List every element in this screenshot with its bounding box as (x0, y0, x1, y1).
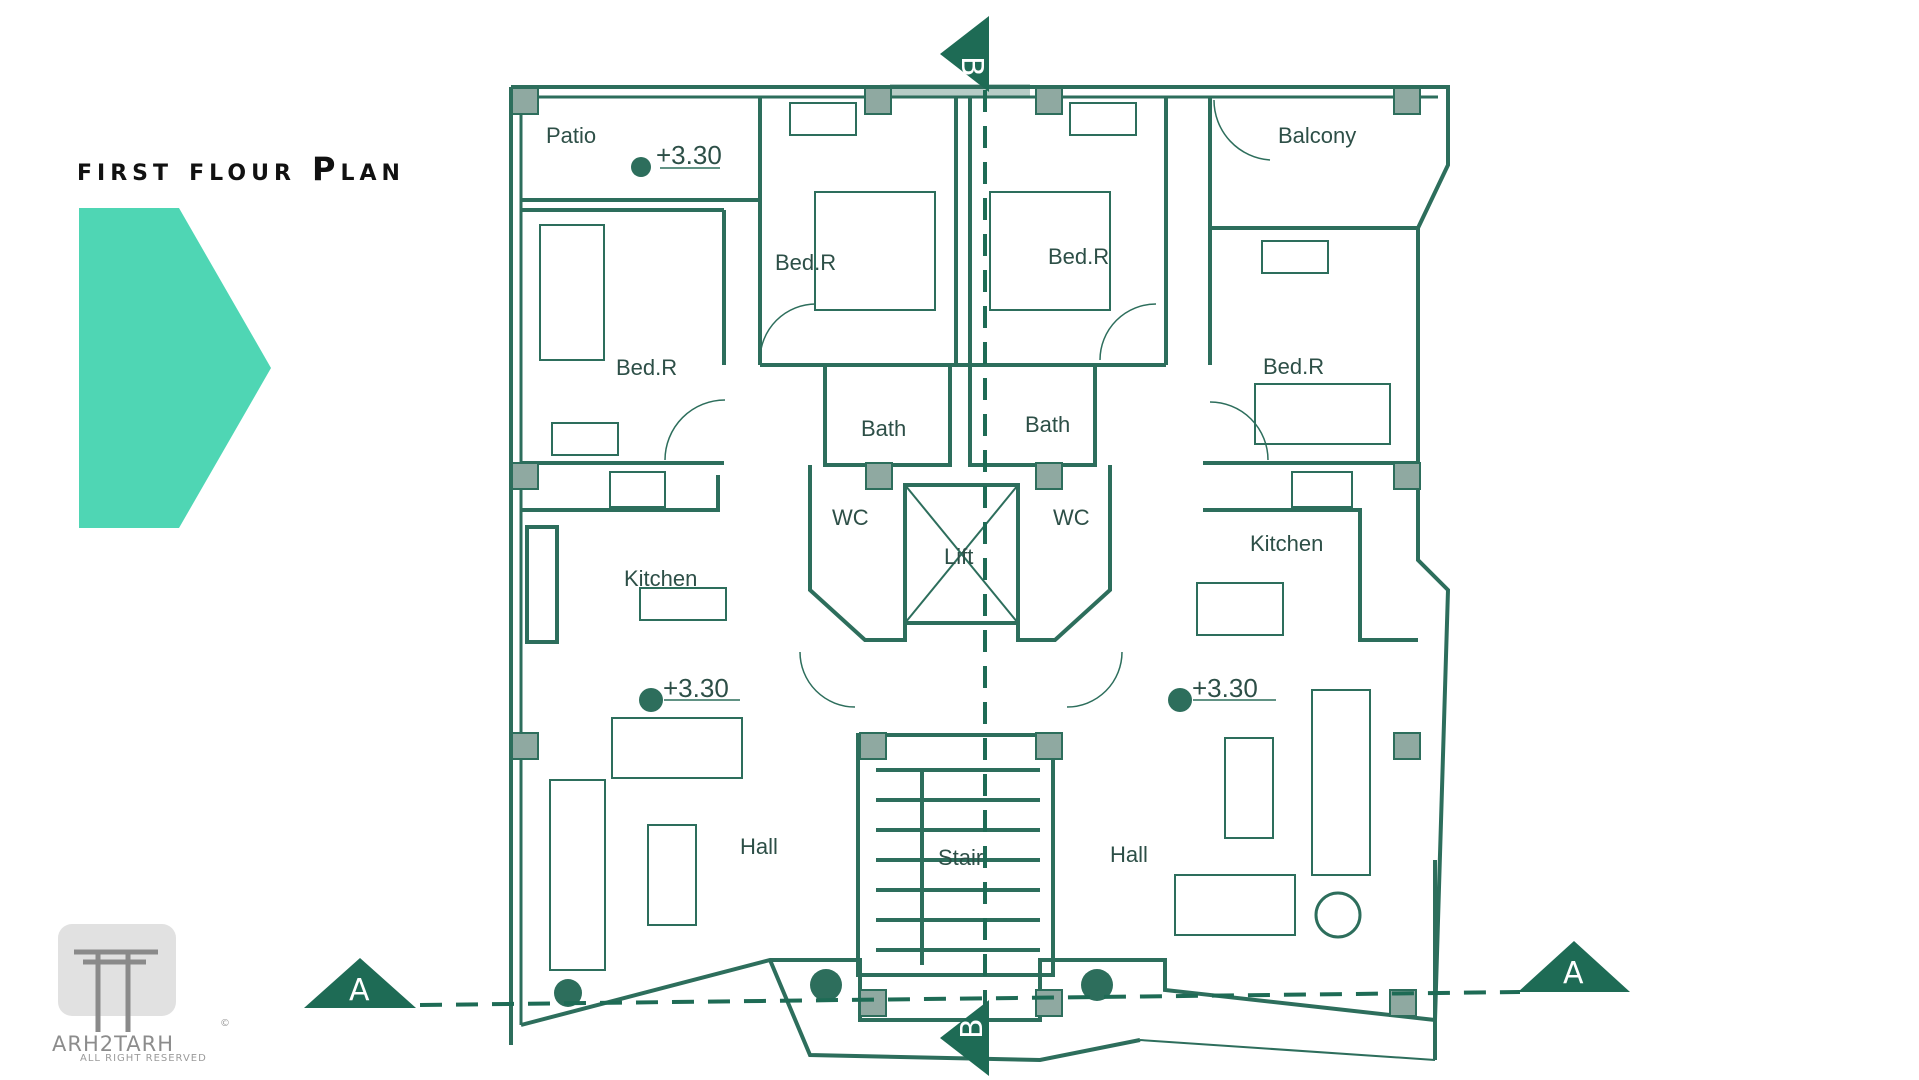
plan-walls (509, 84, 1451, 1063)
room-label-lift: Lift (944, 544, 973, 569)
room-label-hall-right: Hall (1110, 842, 1148, 867)
section-marker-bottom-b: B (940, 1000, 990, 1076)
room-label-kitchen-left: Kitchen (624, 566, 697, 591)
room-label-patio: Patio (546, 123, 596, 148)
bed-n-left (814, 191, 936, 311)
room-label-bath-right: Bath (1025, 412, 1070, 437)
bed-nw (539, 224, 605, 361)
room-label-kitchen-right: Kitchen (1250, 531, 1323, 556)
logo-rights-text: ALL RIGHT RESERVED (80, 1053, 207, 1064)
bed-e (1254, 383, 1391, 445)
room-label-stair: Stair (938, 845, 983, 870)
patio-level: +3.30 (656, 140, 722, 170)
section-marker-left-a: A (304, 958, 416, 1008)
door-swings (664, 99, 1271, 708)
level-marker-icon (631, 157, 1276, 712)
section-lines (419, 90, 1521, 1040)
room-label-wc-right: WC (1053, 505, 1090, 530)
room-label-bed-n-left: Bed.R (775, 250, 836, 275)
svg-text:A: A (1563, 956, 1584, 991)
furniture (539, 102, 1391, 971)
copyright-mark: © (220, 1018, 230, 1029)
room-label-hall-left: Hall (740, 834, 778, 859)
room-label-balcony: Balcony (1278, 123, 1356, 148)
section-marker-right-a: A (1518, 941, 1630, 992)
section-marker-top-b: B (940, 16, 989, 92)
slide-title: first flour Plan (77, 150, 405, 188)
svg-text:B: B (955, 1018, 990, 1039)
plants (554, 891, 1362, 1007)
hall-left-level: +3.30 (663, 673, 729, 703)
room-label-wc-left: WC (832, 505, 869, 530)
logo-wordmark: ARH2TARH (52, 1032, 175, 1056)
arh2tarh-logo (58, 924, 176, 1032)
room-label-bath-left: Bath (861, 416, 906, 441)
teal-chevron-shape (79, 208, 271, 528)
room-label-bed-n-right: Bed.R (1048, 244, 1109, 269)
section-line-a (419, 990, 1521, 1007)
room-label-bed-nw: Bed.R (616, 355, 677, 380)
hall-right-level: +3.30 (1192, 673, 1258, 703)
bed-n-right (989, 191, 1111, 311)
room-label-bed-e: Bed.R (1263, 354, 1324, 379)
svg-text:B: B (954, 56, 989, 77)
svg-text:A: A (349, 973, 370, 1008)
